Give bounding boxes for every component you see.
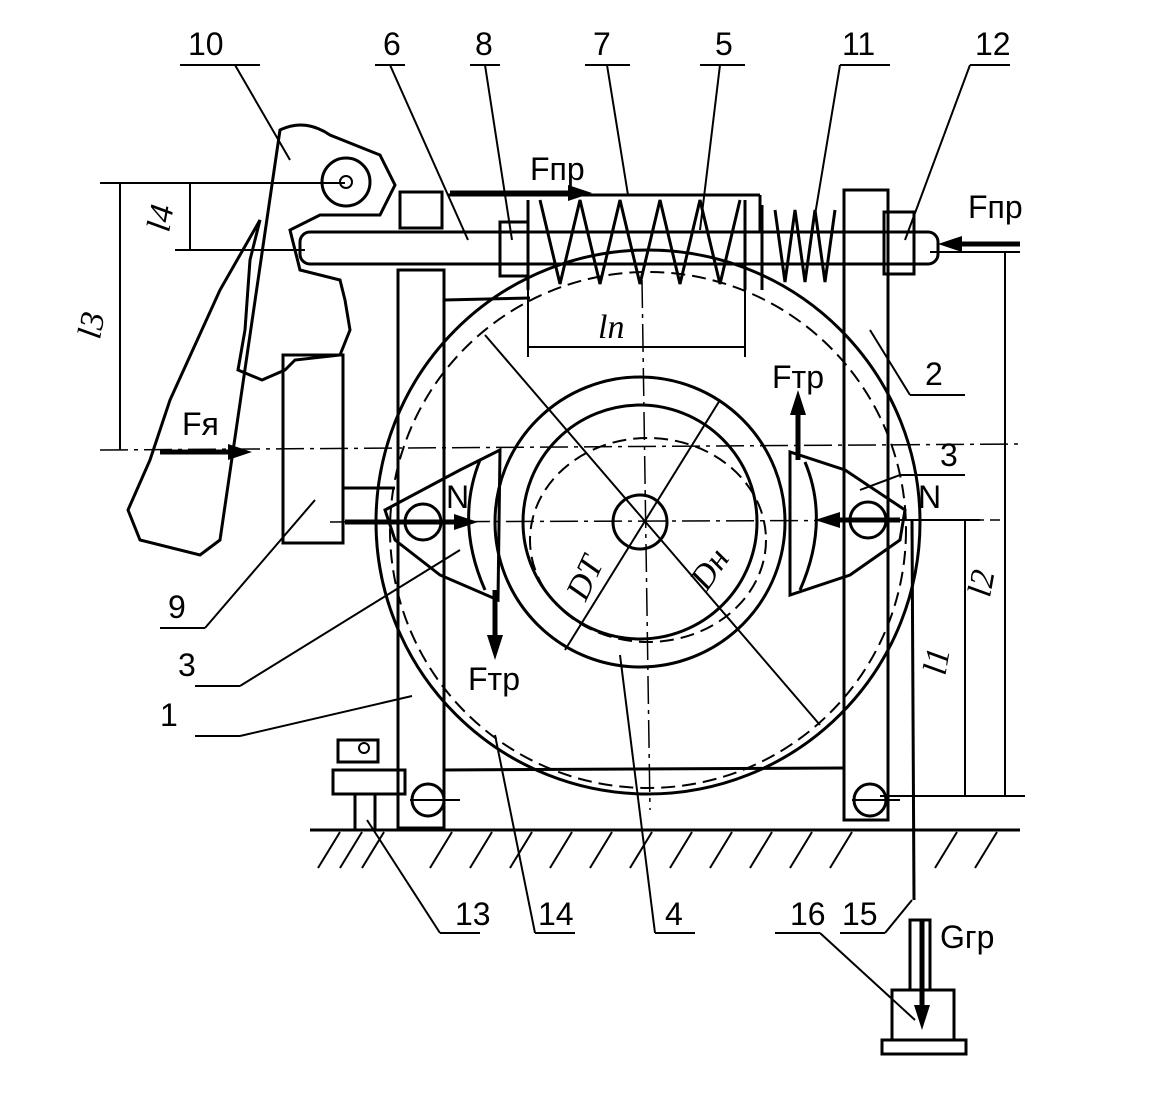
- label-5: 5: [715, 26, 733, 62]
- dim-lp: lп: [598, 309, 624, 346]
- dimension-lines: [100, 182, 1025, 797]
- label-15: 15: [842, 896, 878, 932]
- label-4: 4: [665, 896, 683, 932]
- main-spring: [538, 199, 742, 285]
- small-spring: [773, 209, 837, 283]
- dim-l1: l1: [917, 645, 958, 677]
- force-ftr-lower: Fтр: [468, 661, 520, 697]
- force-fpr-right: Fпр: [968, 189, 1023, 225]
- label-3-right: 3: [940, 437, 958, 473]
- right-frame-post: [842, 188, 890, 822]
- dim-l4: l4: [140, 202, 181, 234]
- label-10: 10: [188, 26, 224, 62]
- leader-lines: [160, 64, 1010, 1021]
- label-11: 11: [842, 26, 875, 62]
- force-ftr-upper: Fтр: [772, 359, 824, 395]
- force-n-right: N: [918, 479, 941, 515]
- label-3-left: 3: [178, 647, 196, 683]
- label-6: 6: [383, 26, 401, 62]
- lever: [126, 123, 397, 557]
- label-16: 16: [790, 896, 826, 932]
- label-1: 1: [160, 697, 178, 733]
- label-14: 14: [538, 896, 574, 932]
- force-fya: Fя: [182, 406, 219, 442]
- label-2: 2: [925, 356, 943, 392]
- force-arrows: [160, 185, 1020, 1030]
- motor-dashed-circle: [389, 271, 907, 789]
- label-13: 13: [455, 896, 491, 932]
- force-n-left: N: [446, 479, 469, 515]
- dim-dt: DT: [559, 549, 612, 607]
- force-fpr-top: Fпр: [530, 151, 585, 187]
- electromagnet-armature: [281, 353, 395, 545]
- label-8: 8: [475, 26, 493, 62]
- left-frame-post: [396, 268, 531, 830]
- brake-drum-outer: [493, 375, 787, 669]
- label-7: 7: [593, 26, 611, 62]
- dim-dh: Dн: [682, 542, 737, 598]
- shaft: [611, 493, 669, 551]
- dim-l2: l2: [961, 567, 1002, 599]
- adjuster: [331, 738, 407, 830]
- label-9: 9: [168, 589, 186, 625]
- force-ggr: Gгр: [940, 919, 994, 955]
- ground: [310, 828, 1020, 869]
- dim-l3: l3: [71, 309, 112, 341]
- label-12: 12: [975, 26, 1011, 62]
